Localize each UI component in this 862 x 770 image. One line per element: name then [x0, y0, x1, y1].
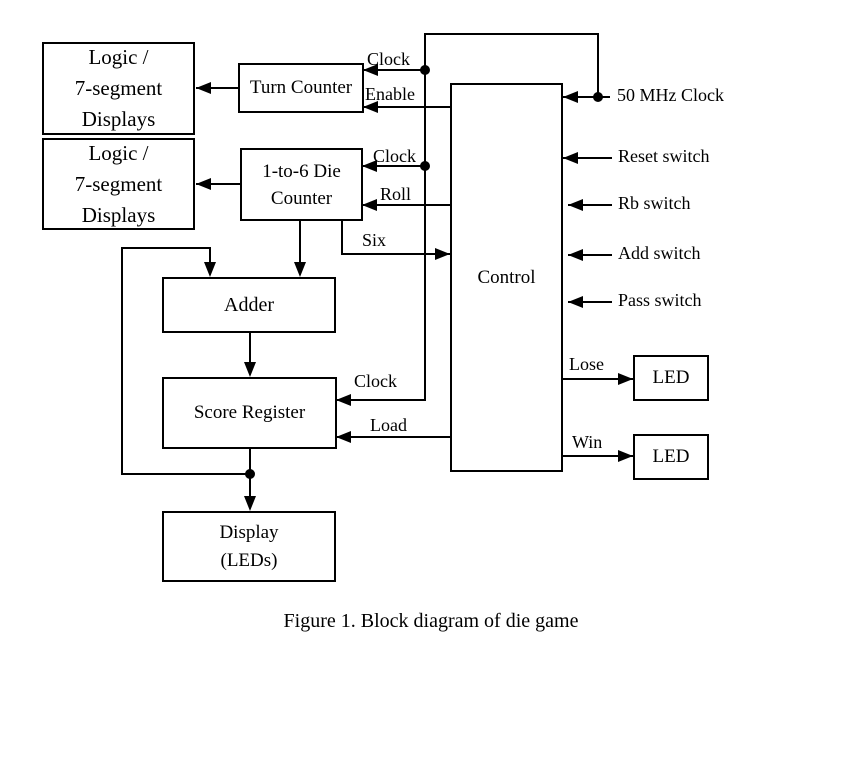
block-score-register: Score Register — [162, 377, 337, 449]
wire-add-switch — [568, 254, 612, 256]
block-die-counter: 1-to-6 Die Counter — [240, 148, 363, 221]
label-reset-switch: Reset switch — [618, 146, 710, 166]
arrowhead-pass-switch — [568, 296, 583, 308]
arrowhead-lose — [618, 373, 633, 385]
label-enable: Enable — [365, 84, 415, 104]
wire-load — [336, 436, 450, 438]
arrowhead-50mhz-clock — [563, 91, 578, 103]
wire-pass-switch — [568, 301, 612, 303]
wire-six-horizontal — [341, 253, 450, 255]
arrowhead-to-display-top — [196, 82, 211, 94]
arrowhead-score-clock — [336, 394, 351, 406]
arrowhead-die-clock — [362, 160, 377, 172]
arrowhead-feedback-to-adder — [204, 262, 216, 277]
block-label: Logic / — [88, 140, 149, 165]
arrowhead-six — [435, 248, 450, 260]
figure-caption: Figure 1. Block diagram of die game — [283, 610, 579, 632]
block-label: 1-to-6 Die — [262, 160, 341, 182]
label-add-switch: Add switch — [618, 243, 701, 263]
wire-reset-switch — [563, 157, 612, 159]
wire-clock-top-drop — [597, 33, 599, 97]
wire-adder-to-score — [249, 332, 251, 367]
label-six: Six — [362, 230, 387, 250]
wire-win — [562, 455, 633, 457]
wire-feedback-bottom — [122, 473, 250, 475]
wire-feedback-top — [121, 247, 211, 249]
block-label: Display — [219, 521, 279, 543]
arrowhead-die-to-adder — [294, 262, 306, 277]
arrowhead-adder-to-score — [244, 362, 256, 377]
block-label: LED — [652, 446, 690, 467]
label-rb-switch: Rb switch — [618, 193, 691, 213]
block-label: Adder — [224, 294, 274, 316]
label-load: Load — [370, 415, 407, 435]
junction-dot-50mhz — [593, 92, 603, 102]
junction-dot-score-output — [245, 469, 255, 479]
wire-diecounter-to-adder — [299, 219, 301, 267]
block-label: Logic / — [88, 45, 149, 69]
label-die-clock: Clock — [373, 146, 416, 166]
arrowhead-enable — [363, 101, 378, 113]
block-led-lose: LED — [633, 355, 709, 401]
label-score-clock: Clock — [354, 371, 397, 391]
junction-dot-turn-clock — [420, 65, 430, 75]
wire-turn-clock — [363, 69, 426, 71]
block-led-win: LED — [633, 434, 709, 480]
label-lose: Lose — [569, 354, 604, 374]
wire-feedback-into-adder — [209, 247, 211, 267]
wire-diecounter-to-display — [196, 183, 240, 185]
wire-50mhz-clock — [563, 96, 610, 98]
wire-clock-top-horizontal — [424, 33, 599, 35]
wire-rb-switch — [568, 204, 612, 206]
block-label: Displays — [81, 107, 156, 131]
wire-die-clock — [362, 165, 426, 167]
wire-turncounter-to-display — [196, 87, 238, 89]
block-display-leds: Display (LEDs) — [162, 511, 336, 582]
arrowhead-reset-switch — [563, 152, 578, 164]
arrowhead-win — [618, 450, 633, 462]
wire-enable — [363, 106, 450, 108]
junction-dot-die-clock — [420, 161, 430, 171]
wire-feedback-left — [121, 247, 123, 475]
arrowhead-rb-switch — [568, 199, 583, 211]
block-label: 7-segment — [74, 171, 163, 196]
wire-six-drop — [341, 219, 343, 255]
label-pass-switch: Pass switch — [618, 290, 702, 310]
label-50mhz-clock: 50 MHz Clock — [617, 85, 724, 105]
arrowhead-add-switch — [568, 249, 583, 261]
label-roll: Roll — [380, 184, 412, 204]
block-label: Counter — [270, 187, 333, 209]
block-adder: Adder — [162, 277, 336, 333]
wire-roll — [362, 204, 450, 206]
arrowhead-score-to-displayleds — [244, 496, 256, 511]
block-label: LED — [652, 367, 690, 388]
block-label: 7-segment — [74, 76, 163, 100]
block-label: Turn Counter — [249, 77, 353, 98]
block-logic-7segment-displays-top: Logic / 7-segment Displays — [42, 42, 195, 135]
wire-score-clock — [336, 399, 426, 401]
block-turn-counter: Turn Counter — [238, 63, 364, 113]
label-win: Win — [572, 432, 603, 452]
arrowhead-load — [336, 431, 351, 443]
block-label: Score Register — [193, 402, 306, 423]
block-control: Control — [450, 83, 563, 472]
block-label: Control — [477, 266, 536, 288]
arrowhead-turn-clock — [363, 64, 378, 76]
wire-clock-distribution-vertical — [424, 33, 426, 401]
label-turn-clock: Clock — [367, 49, 410, 69]
block-label: Displays — [81, 202, 156, 227]
block-logic-7segment-displays-bottom: Logic / 7-segment Displays — [42, 138, 195, 230]
arrowhead-roll — [362, 199, 377, 211]
arrowhead-to-display-bottom — [196, 178, 211, 190]
block-label: (LEDs) — [220, 549, 278, 571]
wire-lose — [562, 378, 633, 380]
